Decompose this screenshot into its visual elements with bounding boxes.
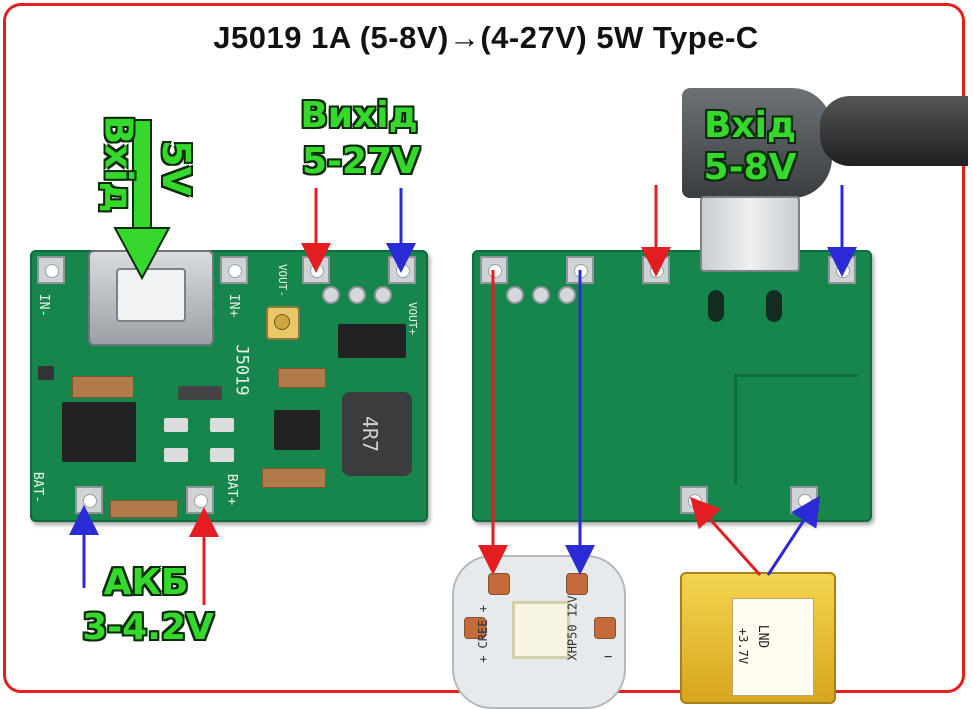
led-star: + CREE + XHP50 12V − <box>452 555 626 709</box>
chip-charger <box>62 402 136 462</box>
resistor-3 <box>210 448 234 462</box>
capacitor-1 <box>72 376 134 398</box>
label-battery-title: АКБ <box>103 562 189 603</box>
arrow-bat-blue-right <box>766 495 821 576</box>
usb-cable-plug <box>682 88 832 198</box>
led-indicator-1 <box>164 418 188 432</box>
usb-mount-slot-1 <box>708 290 724 322</box>
chip-diode <box>338 324 406 358</box>
led-indicator-2 <box>164 448 188 462</box>
led-pad-4 <box>594 617 616 639</box>
inductor: 4R7 <box>342 392 412 476</box>
label-battery-range: 3-4.2V <box>82 607 214 648</box>
label-input-rotated: Вхід <box>96 115 141 213</box>
label-output-range: 5-27V <box>302 141 420 182</box>
capacitor-3 <box>278 368 326 388</box>
resistor-1 <box>178 386 222 400</box>
arrow-bat-red-right <box>689 496 762 577</box>
chip-boost <box>274 410 320 450</box>
bottom-hole-1 <box>506 286 524 304</box>
pcb-board-top: IN- IN+ J5019 VOUT- VOUT+ BAT- BAT+ 4R7 <box>30 250 428 522</box>
label-input-right-range: 5-8V <box>703 147 797 188</box>
vout-hole-1 <box>322 286 340 304</box>
usb-cable-cord <box>820 96 968 166</box>
led-emitter <box>512 601 570 659</box>
pad-in-plus <box>220 256 248 284</box>
vout-hole-2 <box>348 286 366 304</box>
input-green-arrow <box>113 119 171 281</box>
bottom-hole-2 <box>532 286 550 304</box>
trimmer-pot <box>266 306 300 340</box>
capacitor-4 <box>262 468 326 488</box>
battery-label: LND +3.7V <box>732 598 814 696</box>
label-5v: 5V <box>153 140 198 196</box>
led-pad-3 <box>464 617 486 639</box>
resistor-2 <box>210 418 234 432</box>
usb-mount-slot-2 <box>766 290 782 322</box>
vout-hole-3 <box>374 286 392 304</box>
capacitor-2 <box>110 500 178 518</box>
label-output-title: Вихід <box>300 95 418 136</box>
pcb-trace-outline <box>734 374 857 485</box>
bottom-hole-3 <box>558 286 576 304</box>
pad-in-minus <box>37 256 65 284</box>
resistor-r2 <box>38 366 54 380</box>
usb-c-port-inner <box>116 268 186 322</box>
label-input-right-title: Вхід <box>703 105 797 146</box>
page-title: J5019 1A (5-8V)→(4-27V) 5W Type-C <box>213 20 759 55</box>
usb-c-connector <box>700 196 800 272</box>
led-sign-text: − <box>604 649 613 665</box>
